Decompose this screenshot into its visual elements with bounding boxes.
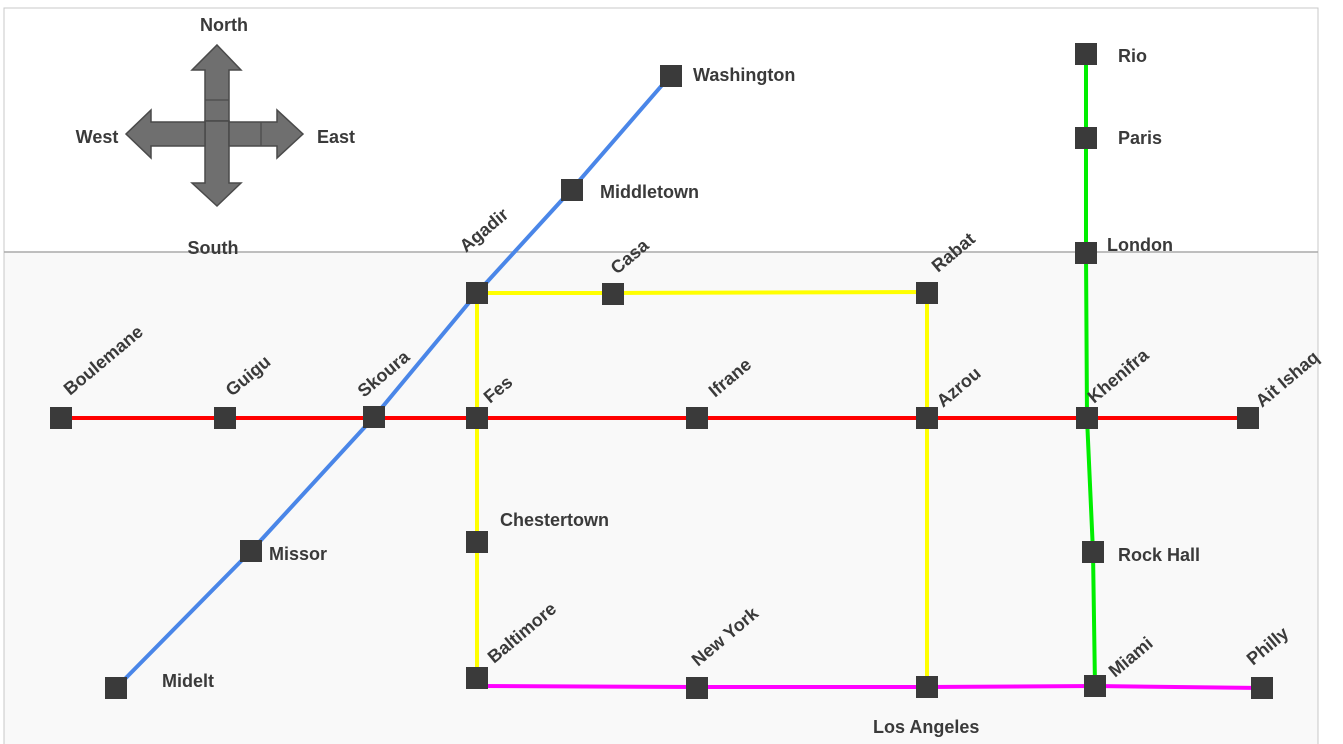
- station-philly[interactable]: [1251, 677, 1273, 699]
- station-midelt[interactable]: [105, 677, 127, 699]
- label-chestertown: Chestertown: [500, 510, 609, 530]
- station-london[interactable]: [1075, 242, 1097, 264]
- station-agadir[interactable]: [466, 282, 488, 304]
- station-ait-ishaq[interactable]: [1237, 407, 1259, 429]
- label-washington: Washington: [693, 65, 795, 85]
- station-guigu[interactable]: [214, 407, 236, 429]
- station-azrou[interactable]: [916, 407, 938, 429]
- lower-panel: [3, 251, 1319, 744]
- station-los-angeles[interactable]: [916, 676, 938, 698]
- compass-east-label: East: [317, 127, 355, 147]
- compass-north-label: North: [200, 15, 248, 35]
- station-rio[interactable]: [1075, 43, 1097, 65]
- station-fes[interactable]: [466, 407, 488, 429]
- station-miami[interactable]: [1084, 675, 1106, 697]
- station-missor[interactable]: [240, 540, 262, 562]
- station-paris[interactable]: [1075, 127, 1097, 149]
- label-paris: Paris: [1118, 128, 1162, 148]
- yellow-line-top: [477, 290, 928, 295]
- compass-west-label: West: [76, 127, 119, 147]
- magenta-line: [476, 683, 1263, 690]
- label-midelt: Midelt: [162, 671, 214, 691]
- compass-icon: [124, 43, 305, 208]
- station-boulemane[interactable]: [50, 407, 72, 429]
- label-london: London: [1107, 235, 1173, 255]
- station-casa[interactable]: [602, 283, 624, 305]
- station-chestertown[interactable]: [466, 531, 488, 553]
- station-khenifra[interactable]: [1076, 407, 1098, 429]
- station-ifrane[interactable]: [686, 407, 708, 429]
- label-rio: Rio: [1118, 46, 1147, 66]
- station-rabat[interactable]: [916, 282, 938, 304]
- station-rock-hall[interactable]: [1082, 541, 1104, 563]
- compass-south-label: South: [188, 238, 239, 258]
- label-los-angeles: Los Angeles: [873, 717, 979, 737]
- blue-line: [114, 74, 672, 690]
- label-missor: Missor: [269, 544, 327, 564]
- label-rock-hall: Rock Hall: [1118, 545, 1200, 565]
- station-middletown[interactable]: [561, 179, 583, 201]
- label-middletown: Middletown: [600, 182, 699, 202]
- station-baltimore[interactable]: [466, 667, 488, 689]
- station-new-york[interactable]: [686, 677, 708, 699]
- green-line: [1084, 54, 1097, 687]
- station-markers: [50, 43, 1273, 699]
- station-skoura[interactable]: [363, 406, 385, 428]
- station-washington[interactable]: [660, 65, 682, 87]
